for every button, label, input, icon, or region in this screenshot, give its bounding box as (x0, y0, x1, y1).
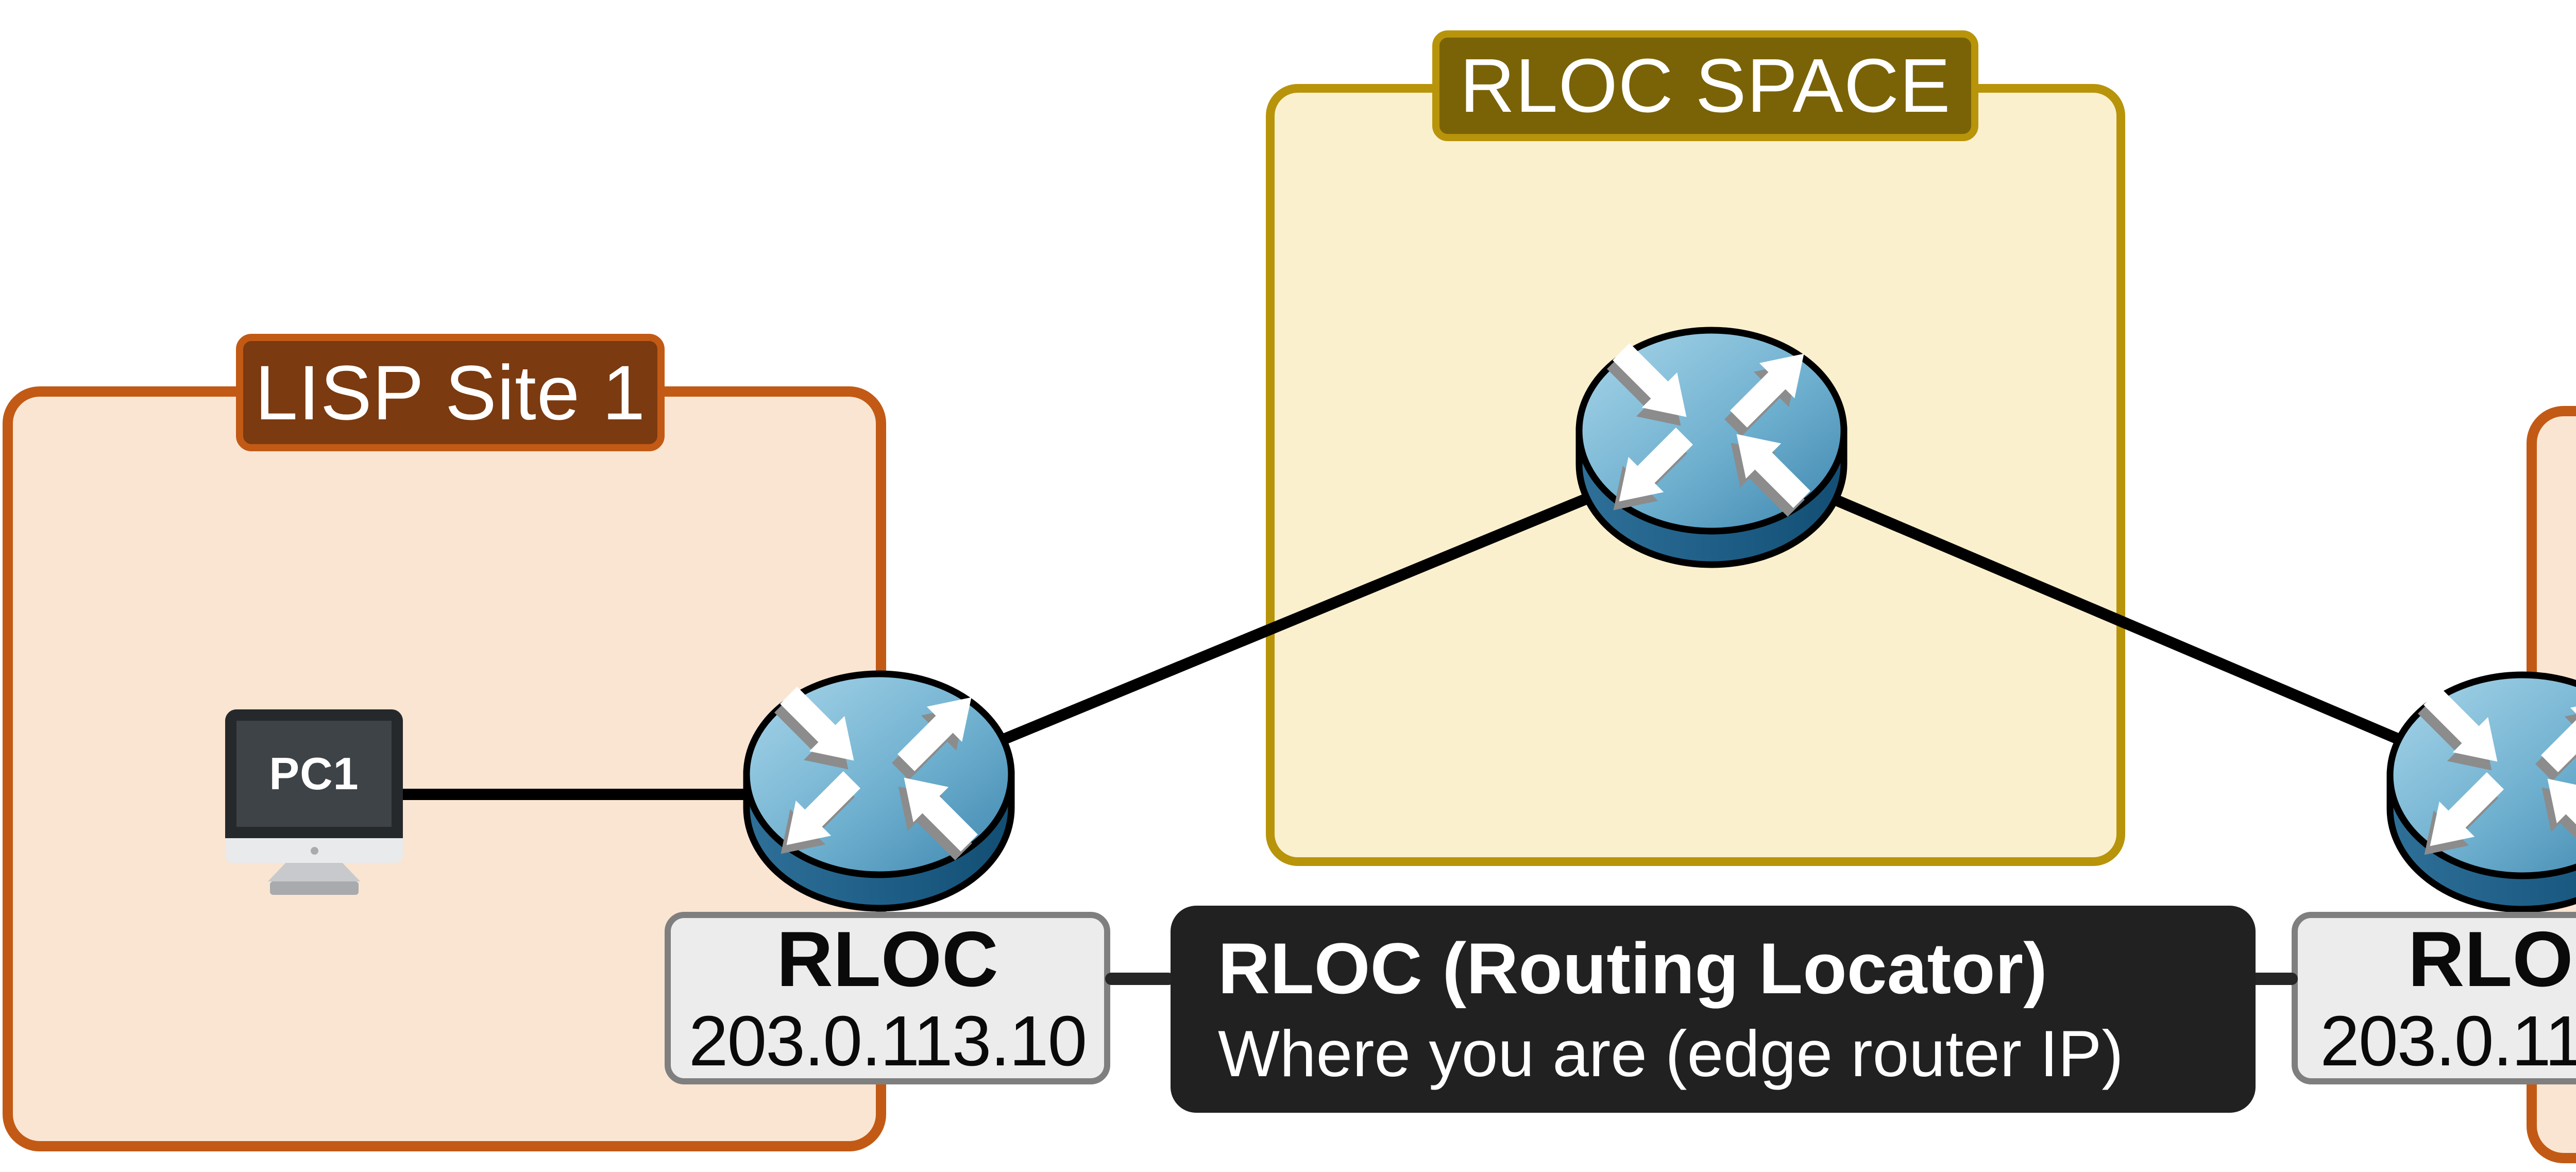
lisp-site1-label-text: LISP Site 1 (255, 349, 646, 436)
rloc-badge-site1: RLOC 203.0.113.10 (665, 912, 1110, 1084)
rloc-callout-title: RLOC (Routing Locator) (1218, 927, 2047, 1009)
pc1-chin (225, 838, 403, 863)
pc1-chin-dot (310, 847, 318, 855)
pc1-icon: PC1 (225, 709, 403, 895)
pc1-stand-base (269, 881, 359, 895)
link-core-router2 (1706, 441, 2528, 797)
rloc-callout: RLOC (Routing Locator) Where you are (ed… (1171, 906, 2256, 1113)
rloc-badge-site1-ip: 203.0.113.10 (688, 1001, 1088, 1081)
lisp-site1-box (3, 386, 886, 1151)
pc1-label: PC1 (269, 748, 359, 799)
router-icon-site2 (2390, 675, 2576, 909)
router-icon-site1 (747, 674, 1011, 908)
router-icon-core (1579, 330, 1844, 565)
connector-rloc1-callout (1105, 973, 1175, 985)
rloc-space-box (1266, 84, 2125, 866)
rloc-space-label: RLOC SPACE (1432, 30, 1978, 141)
link-router1-core (873, 441, 1717, 796)
lisp-site1-label: LISP Site 1 (236, 334, 665, 451)
rloc-badge-site2-ip: 203.0.113.20 (2320, 1001, 2576, 1081)
rloc-space-label-text: RLOC SPACE (1460, 43, 1951, 128)
pc1-bezel: PC1 (225, 709, 403, 838)
connector-rloc2-callout (2249, 973, 2298, 985)
rloc-badge-site2: RLOC 203.0.113.20 (2292, 912, 2576, 1084)
rloc-badge-site1-title: RLOC (776, 915, 998, 1003)
rloc-callout-subtitle: Where you are (edge router IP) (1218, 1016, 2124, 1090)
rloc-badge-site2-title: RLOC (2408, 915, 2576, 1003)
pc1-screen: PC1 (236, 721, 392, 827)
pc1-stand-neck (267, 863, 361, 881)
